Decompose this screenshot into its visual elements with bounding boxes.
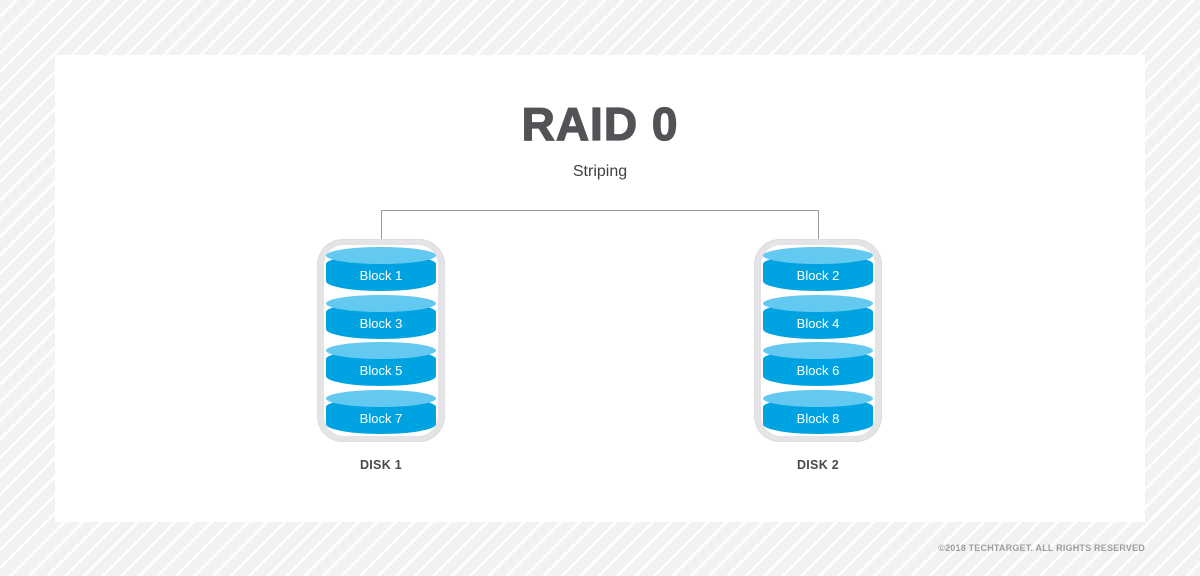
connector-lines <box>381 210 819 253</box>
page-title: RAID 0 <box>521 97 679 150</box>
block-label: Block 4 <box>796 315 840 331</box>
cylinder-top-face <box>763 247 873 264</box>
cylinder-top-face <box>326 342 436 360</box>
cylinder-top-face <box>763 342 873 360</box>
disk-1-label: DISK 1 <box>359 458 403 472</box>
cylinder-top-face <box>763 389 873 407</box>
block-label: Block 5 <box>359 363 403 379</box>
cylinder-top-face <box>326 247 436 264</box>
disk1-block7: Block 7 <box>326 389 436 434</box>
disk2-block4: Block 4 <box>763 294 873 339</box>
block-label: Block 2 <box>796 268 840 283</box>
disk1-block3: Block 3 <box>326 294 436 339</box>
disk-2-cylinder: Block 2 Block 4 Block 6 Block 8 <box>754 239 882 442</box>
copyright-text: ©2018 TECHTARGET. ALL RIGHTS RESERVED <box>938 543 1145 553</box>
diagram-card <box>55 55 1145 522</box>
disk2-block6: Block 6 <box>763 342 873 387</box>
block-label: Block 7 <box>359 410 403 426</box>
disk-2-stack: Block 2 Block 4 Block 6 Block 8 <box>761 245 875 436</box>
block-label: Block 6 <box>796 363 840 379</box>
disk-1-stack: Block 1 Block 3 Block 5 Block 7 <box>324 245 438 436</box>
disk-1-cylinder: Block 1 Block 3 Block 5 Block 7 <box>317 239 445 442</box>
cylinder-top-face <box>326 389 436 407</box>
disk-2-label: DISK 2 <box>796 458 840 472</box>
block-label: Block 3 <box>359 315 403 331</box>
page-subtitle: Striping <box>572 163 628 180</box>
disk1-block1: Block 1 <box>326 247 436 291</box>
block-label: Block 1 <box>359 268 403 283</box>
cylinder-top-face <box>326 294 436 312</box>
block-label: Block 8 <box>796 410 840 426</box>
cylinder-top-face <box>763 294 873 312</box>
disk2-block2: Block 2 <box>763 247 873 291</box>
disk2-block8: Block 8 <box>763 389 873 434</box>
disk1-block5: Block 5 <box>326 342 436 387</box>
